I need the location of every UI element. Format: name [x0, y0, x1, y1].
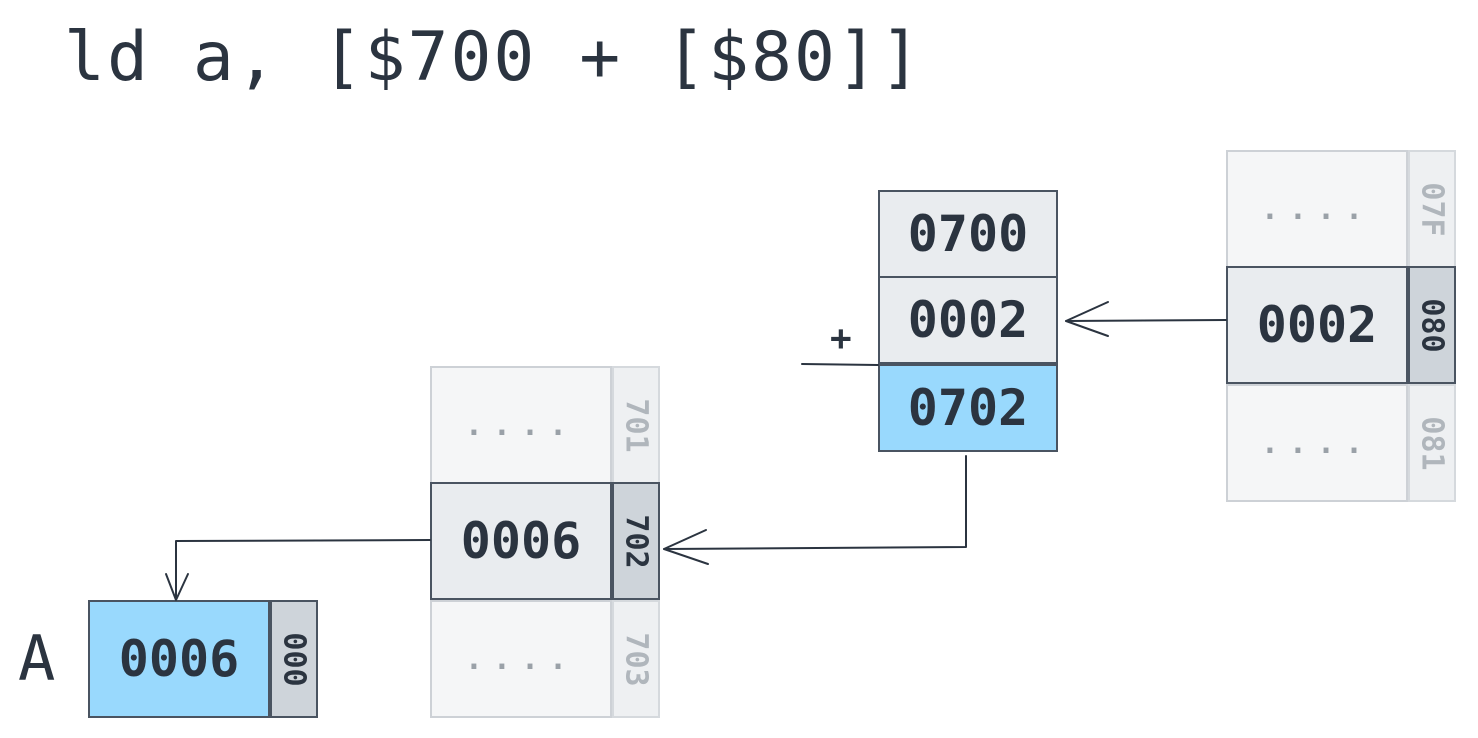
memory-700-cell-current: 0006 — [430, 482, 612, 600]
sum-line — [801, 363, 879, 366]
register-value: 0006 — [88, 600, 270, 718]
instruction-title: ld a, [$700 + [$80]] — [64, 18, 923, 97]
addend-offset: 0002 — [878, 276, 1058, 364]
memory-80-cell-current: 0002 — [1226, 266, 1408, 384]
arrow-702-to-register — [175, 539, 431, 599]
memory-700-cell-prev: .... — [430, 366, 612, 484]
memory-80-cell-prev: .... — [1226, 150, 1408, 268]
addend-base: 0700 — [878, 190, 1058, 278]
arrowhead-register — [165, 573, 189, 601]
memory-80-cell-next: .... — [1226, 384, 1408, 502]
arrow-80-to-offset — [1065, 319, 1227, 322]
memory-80-addr-prev: 07F — [1408, 150, 1456, 268]
memory-700-addr-next: 703 — [612, 600, 660, 718]
memory-700-addr-current: 702 — [612, 482, 660, 600]
memory-80-addr-next: 081 — [1408, 384, 1456, 502]
register-label: A — [18, 622, 56, 695]
memory-700-addr-prev: 701 — [612, 366, 660, 484]
sum-result: 0702 — [878, 364, 1058, 452]
plus-operator: + — [830, 318, 852, 359]
memory-700-cell-next: .... — [430, 600, 612, 718]
register-addr: 000 — [270, 600, 318, 718]
arrow-result-to-702 — [663, 455, 967, 550]
arrowhead-702 — [663, 529, 709, 565]
memory-80-addr-current: 080 — [1408, 266, 1456, 384]
arrowhead-offset — [1065, 301, 1109, 337]
